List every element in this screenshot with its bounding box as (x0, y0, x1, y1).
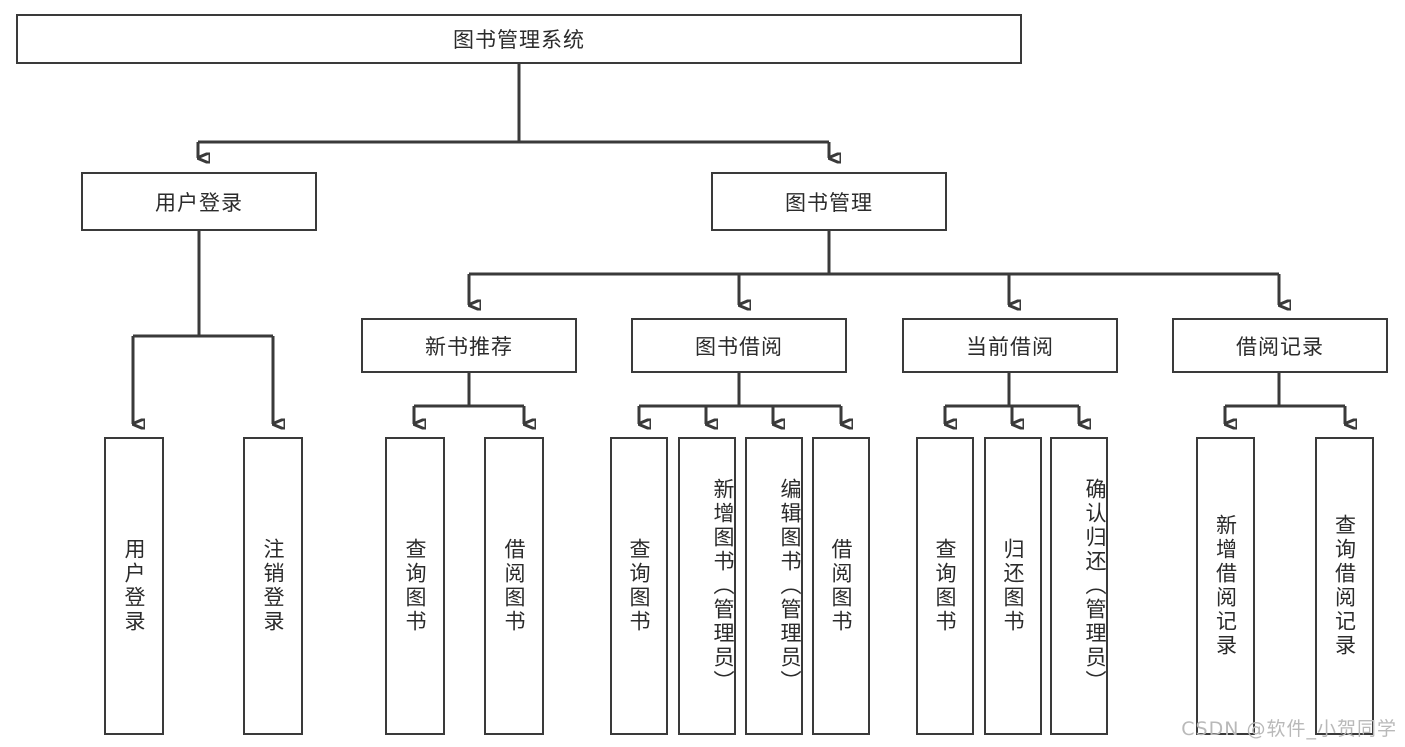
leaf-label: 新增借阅记录 (1213, 514, 1238, 658)
leaf-label: 编辑图书（管理员） (778, 478, 802, 694)
leaf-new-book-borrow[interactable]: 借阅图书 (484, 437, 544, 735)
leaf-book-borrow-edit[interactable]: 编辑图书（管理员） (745, 437, 803, 735)
leaf-current-borrow-query[interactable]: 查询图书 (916, 437, 974, 735)
node-current-borrow-label: 当前借阅 (966, 334, 1054, 359)
node-new-book-recommend[interactable]: 新书推荐 (361, 318, 577, 373)
leaf-current-borrow-confirm-return[interactable]: 确认归还（管理员） (1050, 437, 1108, 735)
node-borrow-record-label: 借阅记录 (1236, 334, 1324, 359)
leaf-label: 用户登录 (122, 538, 147, 634)
node-book-borrow-label: 图书借阅 (695, 334, 783, 359)
node-current-borrow[interactable]: 当前借阅 (902, 318, 1118, 373)
leaf-book-borrow-query[interactable]: 查询图书 (610, 437, 668, 735)
node-book-management-label: 图书管理 (785, 190, 873, 215)
leaf-current-borrow-return[interactable]: 归还图书 (984, 437, 1042, 735)
node-book-borrow[interactable]: 图书借阅 (631, 318, 847, 373)
leaf-new-book-query[interactable]: 查询图书 (385, 437, 445, 735)
leaf-borrow-record-add[interactable]: 新增借阅记录 (1196, 437, 1255, 735)
leaf-user-login-signin[interactable]: 用户登录 (104, 437, 164, 735)
leaf-label: 查询借阅记录 (1332, 514, 1357, 658)
node-user-login[interactable]: 用户登录 (81, 172, 317, 231)
node-new-book-recommend-label: 新书推荐 (425, 334, 513, 359)
leaf-label: 归还图书 (1001, 538, 1026, 634)
leaf-label: 查询图书 (627, 538, 652, 634)
leaf-book-borrow-lend[interactable]: 借阅图书 (812, 437, 870, 735)
leaf-borrow-record-query[interactable]: 查询借阅记录 (1315, 437, 1374, 735)
leaf-label: 确认归还（管理员） (1083, 478, 1107, 694)
leaf-label: 借阅图书 (829, 538, 854, 634)
watermark: CSDN @软件_小贺同学 (1181, 718, 1397, 740)
node-borrow-record[interactable]: 借阅记录 (1172, 318, 1388, 373)
leaf-label: 新增图书（管理员） (711, 478, 735, 694)
node-user-login-label: 用户登录 (155, 190, 243, 215)
leaf-book-borrow-add[interactable]: 新增图书（管理员） (678, 437, 736, 735)
leaf-label: 查询图书 (403, 538, 428, 634)
node-root-label: 图书管理系统 (453, 28, 585, 52)
leaf-label: 注销登录 (261, 538, 286, 634)
leaf-label: 借阅图书 (502, 538, 527, 634)
node-book-management[interactable]: 图书管理 (711, 172, 947, 231)
node-root[interactable]: 图书管理系统 (16, 14, 1022, 64)
leaf-user-login-signout[interactable]: 注销登录 (243, 437, 303, 735)
leaf-label: 查询图书 (933, 538, 958, 634)
